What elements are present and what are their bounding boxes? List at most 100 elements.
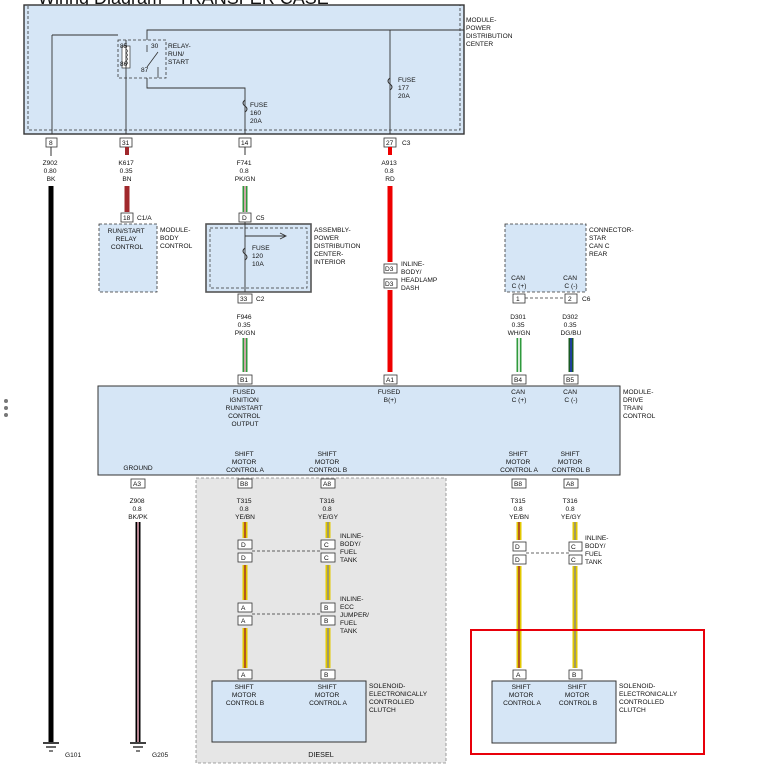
- svg-text:B5: B5: [566, 377, 574, 384]
- wire-label-t316: T316 0.8 YE/GY: [561, 498, 582, 521]
- pdci-label: ASSEMBLY- POWER DISTRIBUTION CENTER- INT…: [314, 227, 362, 266]
- solenoid-right-label: SOLENOID- ELECTRONICALLY CONTROLLED CLUT…: [619, 683, 679, 714]
- svg-text:FUSED B(+): FUSED B(+): [378, 389, 402, 404]
- svg-text:18: 18: [123, 215, 131, 222]
- bcm-pin: 18 C1/A: [120, 212, 152, 223]
- fuse-160-label: FUSE 160 20A: [250, 102, 269, 125]
- relay-pin-labels: 85 86 87 30: [120, 43, 159, 74]
- svg-text:SHIFT MOTOR CONTRO: SHIFT MOTOR CONTROL B: [559, 684, 598, 707]
- svg-text:FUSE 120 10A: FUSE 120 10A: [252, 245, 271, 268]
- pdci-pin-top: D C5: [238, 212, 265, 223]
- svg-text:B8: B8: [514, 481, 522, 488]
- wire-label-a913: A913 0.8 RD: [381, 160, 398, 183]
- svg-text:31: 31: [122, 140, 130, 147]
- wire-label-t315-diesel: T315 0.8 YE/BN: [235, 498, 255, 521]
- svg-text:SHIFT MOTOR CONTRO: SHIFT MOTOR CONTROL B: [226, 684, 265, 707]
- svg-text:B8: B8: [240, 481, 248, 488]
- solenoid-ecc: SHIFT MOTOR CONTROL A SHIFT MOTOR CONTRO…: [491, 680, 617, 744]
- svg-text:C2: C2: [256, 296, 265, 303]
- svg-text:33: 33: [240, 296, 248, 303]
- inline-dash-label: INLINE- BODY/ HEADLAMP DASH: [401, 261, 439, 292]
- svg-text:1: 1: [516, 296, 520, 303]
- wire-label-t316-diesel: T316 0.8 YE/GY: [318, 498, 339, 521]
- svg-text:A: A: [241, 605, 246, 612]
- svg-text:8: 8: [49, 140, 53, 147]
- svg-text:B: B: [324, 672, 329, 679]
- wire-label-k617: K617 0.35 BN: [118, 160, 135, 183]
- svg-text:B4: B4: [514, 377, 522, 384]
- svg-text:C: C: [571, 544, 576, 551]
- svg-text:SHIFT MOTOR CONTRO: SHIFT MOTOR CONTROL B: [552, 451, 591, 474]
- svg-text:A8: A8: [323, 481, 331, 488]
- svg-text:B1: B1: [240, 377, 248, 384]
- pdci-pin-bottom: 33 C2: [237, 293, 265, 304]
- svg-text:C: C: [324, 555, 329, 562]
- fuse-160: [242, 99, 248, 113]
- wire-label-z908: Z908 0.8 BK/PK: [128, 498, 148, 521]
- svg-text:SHIFT MOTOR CONTRO: SHIFT MOTOR CONTROL A: [226, 451, 264, 474]
- solenoid-right-pins: A B: [512, 669, 583, 680]
- svg-text:A8: A8: [566, 481, 574, 488]
- svg-text:D: D: [241, 555, 246, 562]
- svg-text:B: B: [572, 672, 577, 679]
- svg-text:D: D: [515, 557, 520, 564]
- inline-ecc-label: INLINE- ECC JUMPER/ FUEL TANK: [340, 596, 371, 635]
- power-distribution-center: RELAY- RUN/ START 85 86 87 30 FUSE 160 2…: [23, 4, 465, 135]
- svg-text:C5: C5: [256, 215, 265, 222]
- fuse-177: [387, 77, 393, 91]
- inline-dash-pins: D3 D3: [383, 263, 398, 289]
- pdc-label: MODULE- POWER DISTRIBUTION CENTER: [466, 17, 514, 48]
- inline-fuel-pins-diesel: D D C C: [237, 539, 336, 563]
- svg-text:A1: A1: [386, 377, 394, 384]
- svg-text:A3: A3: [133, 481, 141, 488]
- svg-text:FUSED IGNITION RUN: FUSED IGNITION RUN/START CONTROL OUTPUT: [226, 389, 265, 428]
- svg-text:B: B: [324, 605, 329, 612]
- wire-z902-black: [43, 147, 59, 752]
- assembly-pdc-interior: FUSE 120 10A: [205, 222, 312, 293]
- wire-label-z902: Z902 0.80 BK: [43, 160, 60, 183]
- wire-z908-bk-pk: [130, 522, 146, 752]
- inline-fuel-pins: D D C C: [512, 541, 583, 565]
- svg-text:CAN C (+): CAN C (+): [511, 275, 527, 290]
- svg-text:SHIFT MOTOR CONTRO: SHIFT MOTOR CONTROL A: [309, 684, 347, 707]
- svg-text:D: D: [241, 542, 246, 549]
- svg-text:SHIFT MOTOR CONTRO: SHIFT MOTOR CONTROL A: [503, 684, 541, 707]
- svg-text:SHIFT MOTOR CONTRO: SHIFT MOTOR CONTROL A: [500, 451, 538, 474]
- svg-text:D: D: [515, 544, 520, 551]
- wire-label-d302: D302 0.35 DG/BU: [561, 314, 582, 337]
- page-title: Wiring Diagram - TRANSFER CASE: [38, 0, 329, 8]
- solenoid-ecc-diesel: SHIFT MOTOR CONTROL B SHIFT MOTOR CONTRO…: [211, 680, 367, 743]
- wire-label-d301: D301 0.35 WH/GN: [508, 314, 531, 337]
- relay-label: RELAY- RUN/ START: [168, 43, 193, 66]
- fuse-177-label: FUSE 177 20A: [398, 77, 417, 100]
- star-label: CONNECTOR- STAR CAN C REAR: [589, 227, 635, 258]
- pdc-connector-pins: 8 31 14 27 C3: [45, 137, 411, 148]
- svg-text:RUN/START RELAY CO: RUN/START RELAY CONTROL: [108, 228, 147, 251]
- svg-text:C6: C6: [582, 296, 591, 303]
- svg-text:D: D: [242, 215, 247, 222]
- svg-text:14: 14: [241, 140, 249, 147]
- inline-fuel-label: INLINE- BODY/ FUEL TANK: [585, 535, 610, 566]
- svg-text:A: A: [516, 672, 521, 679]
- dtcm-label: MODULE- DRIVE TRAIN CONTROL: [623, 389, 656, 420]
- svg-text:C1/A: C1/A: [137, 215, 152, 222]
- wire-label-t315: T315 0.8 YE/BN: [509, 498, 529, 521]
- svg-text:C: C: [571, 557, 576, 564]
- svg-text:SHIFT MOTOR CONTRO: SHIFT MOTOR CONTROL B: [309, 451, 348, 474]
- svg-text:CAN C (-): CAN C (-): [563, 389, 579, 404]
- svg-text:B: B: [324, 618, 329, 625]
- ground-g205: G205: [152, 752, 168, 759]
- svg-text:A: A: [241, 618, 246, 625]
- svg-text:CAN C (+): CAN C (+): [511, 389, 527, 404]
- bcm-label: MODULE- BODY CONTROL: [160, 227, 193, 250]
- drag-handle-icon[interactable]: [4, 399, 10, 420]
- svg-text:27: 27: [386, 140, 394, 147]
- solenoid-diesel-label: SOLENOID- ELECTRONICALLY CONTROLLED CLUT…: [369, 683, 429, 714]
- svg-text:D3: D3: [385, 266, 394, 273]
- ground-g101: G101: [65, 752, 81, 759]
- dtcm-bottom-pins: A3 B8 A8 B8 A8: [130, 478, 579, 489]
- module-body-control: RUN/START RELAY CONTROL: [98, 223, 158, 293]
- svg-text:CAN C (-): CAN C (-): [563, 275, 579, 290]
- svg-text:C: C: [324, 542, 329, 549]
